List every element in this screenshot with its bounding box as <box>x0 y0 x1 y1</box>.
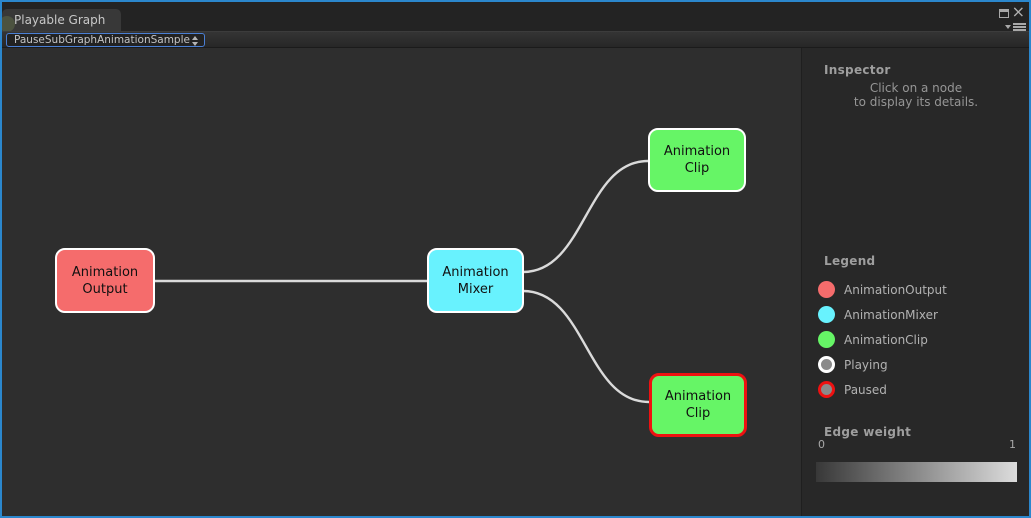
tab-bar: Playable Graph × <box>2 2 1029 32</box>
tab-label: Playable Graph <box>14 13 106 27</box>
node-label: Animation <box>71 264 139 280</box>
legend-dot-icon <box>818 381 835 398</box>
inspector-hint: Click on a node to display its details. <box>802 81 1029 109</box>
hamburger-icon <box>1013 22 1026 32</box>
legend-item-animationoutput: AnimationOutput <box>818 277 1018 302</box>
edge-weight-max: 1 <box>1009 438 1016 451</box>
dropdown-arrows-icon <box>192 36 198 46</box>
edge-animation-mixer-to-animation-clip-top <box>521 159 650 274</box>
edge-weight-min: 0 <box>818 438 825 451</box>
legend-dot-icon <box>818 281 835 298</box>
edge-animation-mixer-to-animation-clip-bottom <box>521 289 651 404</box>
node-label: Animation <box>664 389 732 404</box>
graph-selector-dropdown[interactable]: PauseSubGraphAnimationSample <box>6 33 205 47</box>
node-label: Clip <box>684 161 710 176</box>
node-label: Output <box>82 281 128 297</box>
node-label: Clip <box>685 406 711 421</box>
inspector-hint-line1: Click on a node <box>869 81 963 95</box>
edge-weight-scale: 0 1 <box>818 438 1016 451</box>
legend-label: Playing <box>844 357 888 372</box>
close-icon[interactable]: × <box>1011 2 1025 21</box>
legend-dot-icon <box>818 331 835 348</box>
legend-item-paused: Paused <box>818 377 1018 402</box>
node-label: Animation <box>663 144 731 159</box>
inspector-panel: Inspector Click on a node to display its… <box>801 48 1029 516</box>
legend-item-animationmixer: AnimationMixer <box>818 302 1018 327</box>
inspector-title: Inspector <box>824 63 891 77</box>
window-menu-icon[interactable] <box>1005 22 1026 32</box>
maximize-icon[interactable] <box>999 9 1009 18</box>
menu-caret-icon <box>1005 25 1011 29</box>
legend-label: AnimationMixer <box>844 307 938 322</box>
node-label: Animation <box>442 264 509 280</box>
tab-corner-dot <box>2 16 15 32</box>
node-label: Mixer <box>457 281 494 297</box>
legend-dot-icon <box>818 356 835 373</box>
edge-weight-gradient-bar <box>816 462 1017 482</box>
toolbar: PauseSubGraphAnimationSample <box>2 31 1029 48</box>
legend-label: Paused <box>844 382 887 397</box>
legend-dot-icon <box>818 306 835 323</box>
legend-label: AnimationOutput <box>844 282 947 297</box>
tab-playable-graph[interactable]: Playable Graph <box>2 9 122 32</box>
legend-label: AnimationClip <box>844 332 928 347</box>
legend-item-animationclip: AnimationClip <box>818 327 1018 352</box>
edges-layer <box>153 159 651 404</box>
inspector-hint-line2: to display its details. <box>853 94 979 109</box>
legend-title: Legend <box>824 254 876 268</box>
legend-item-playing: Playing <box>818 352 1018 377</box>
edge-weight-title: Edge weight <box>824 425 912 439</box>
graph-selector-value: PauseSubGraphAnimationSample <box>14 34 190 46</box>
